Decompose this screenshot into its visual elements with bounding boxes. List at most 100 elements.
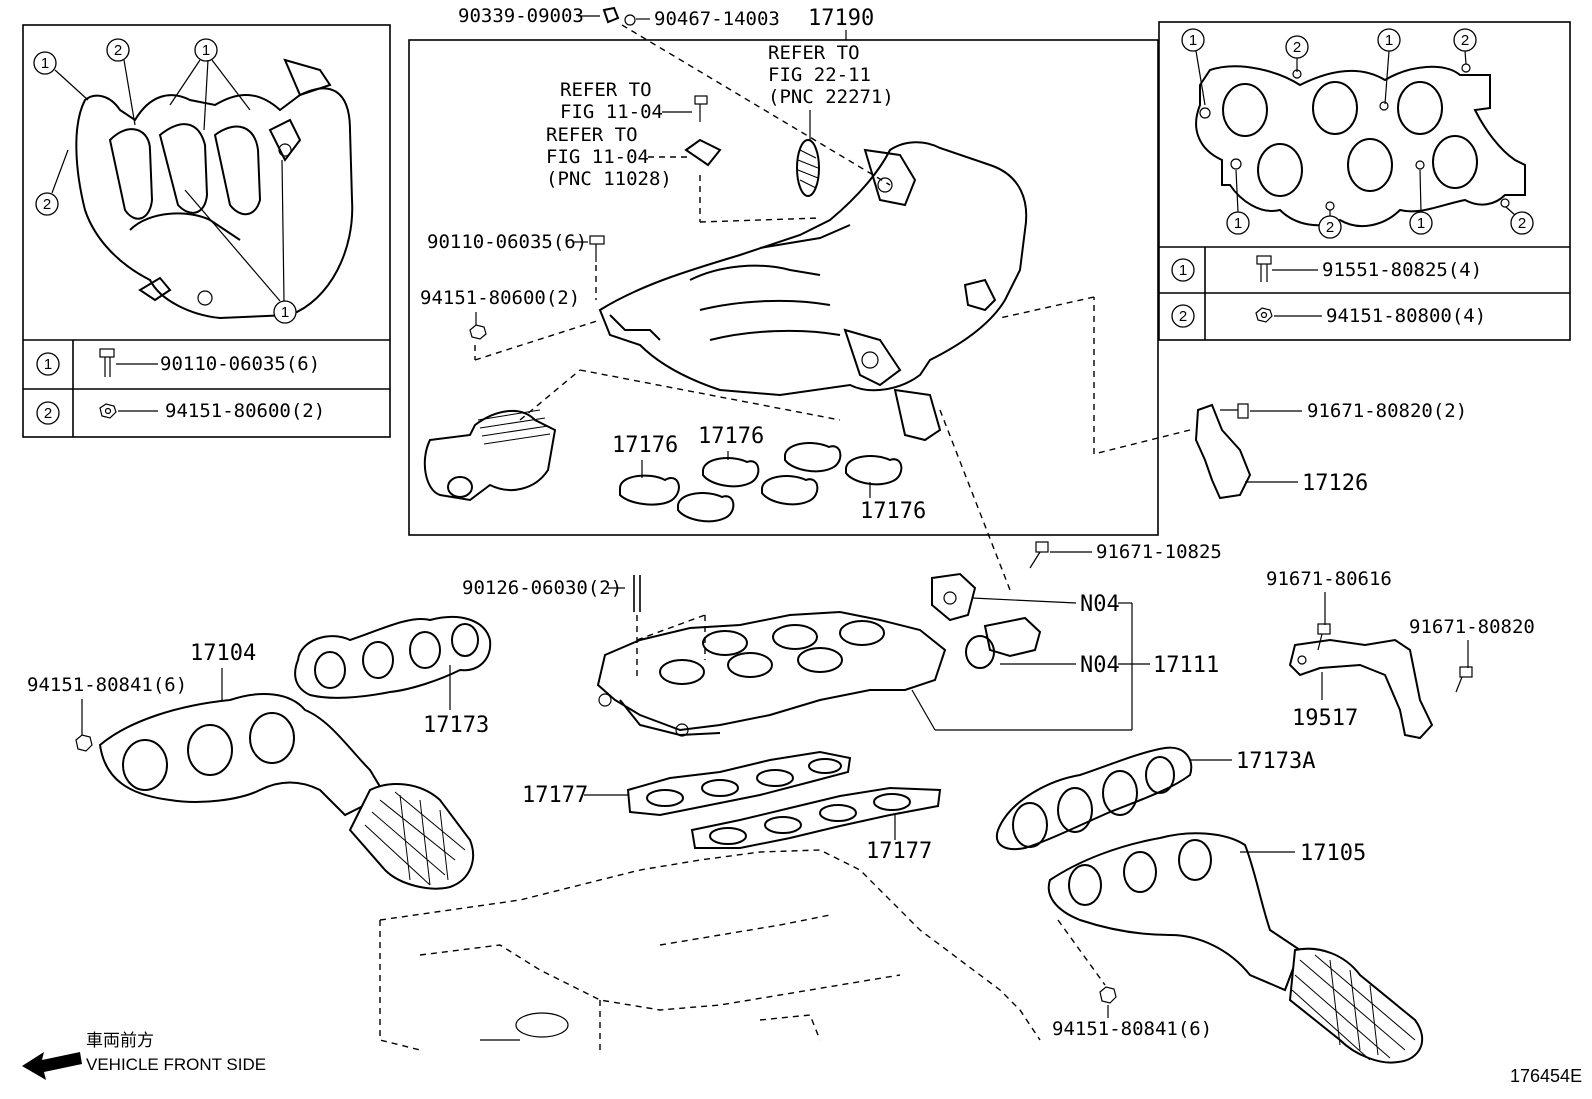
svg-text:17176: 17176 [612, 433, 678, 458]
svg-text:17126: 17126 [1302, 471, 1368, 496]
right-inset-gasket-drawing [1195, 63, 1526, 228]
gaskets-17176-drawing [619, 442, 903, 523]
callout-refer-fig11a: REFER TO FIG 11-04 [560, 79, 692, 123]
svg-text:2: 2 [1179, 308, 1187, 325]
svg-text:94151-80600(2): 94151-80600(2) [420, 287, 580, 309]
svg-text:1: 1 [44, 356, 52, 373]
callout-90126: 90126-06030(2) [462, 575, 641, 612]
exhaust-manifold-17104-drawing [98, 693, 475, 890]
callout-n04-a: N04 [971, 592, 1132, 617]
nut-icon [99, 403, 117, 419]
callout-17105: 17105 [1240, 841, 1366, 866]
callout-94151-80600: 94151-80600(2) [420, 287, 580, 325]
callout-17177-b: 17177 [866, 815, 932, 864]
callout-94151-80841-right: 94151-80841(6) [1052, 919, 1212, 1040]
nut-icon [1255, 307, 1273, 323]
right-inset-legend-row-1: 1 91551-80825(4) [1171, 255, 1482, 282]
svg-text:91671-80820: 91671-80820 [1409, 616, 1535, 638]
svg-text:91551-80825(4): 91551-80825(4) [1322, 259, 1482, 281]
svg-text:2: 2 [44, 405, 52, 422]
left-inset-legend-row-1: 1 90110-06035(6) [36, 348, 320, 377]
gasket-17173-drawing [294, 615, 492, 699]
nut-94151-drawing [469, 324, 487, 340]
callout-17176-c: 17176 [860, 482, 926, 524]
svg-text:REFER TO: REFER TO [546, 124, 638, 146]
svg-text:90467-14003: 90467-14003 [654, 8, 780, 30]
svg-text:1: 1 [281, 304, 289, 321]
svg-text:FIG 11-04: FIG 11-04 [560, 101, 663, 123]
svg-text:1: 1 [202, 42, 210, 59]
callout-90339: 90339-09003 [458, 5, 620, 27]
svg-text:1: 1 [1417, 215, 1425, 232]
intake-plenum-drawing [598, 141, 1028, 442]
callout-n04-b: N04 [1000, 653, 1120, 678]
callout-17104: 17104 [190, 641, 256, 700]
left-inset-legend-row-2: 2 94151-80600(2) [36, 400, 325, 425]
svg-text:94151-80800(4): 94151-80800(4) [1326, 305, 1486, 327]
svg-text:90110-06035(6): 90110-06035(6) [427, 231, 587, 253]
svg-text:1: 1 [1234, 215, 1242, 232]
bolt-90110-drawing [589, 235, 605, 262]
svg-text:N04: N04 [1080, 592, 1120, 617]
svg-text:94151-80600(2): 94151-80600(2) [165, 400, 325, 422]
intake-plenum-group [408, 24, 1159, 536]
svg-text:94151-80841(6): 94151-80841(6) [1052, 1018, 1212, 1040]
bolt-icon [1256, 255, 1272, 282]
callout-17173a: 17173A [1190, 749, 1315, 774]
callout-refer-fig11b: REFER TO FIG 11-04 (PNC 11028) [546, 124, 688, 190]
callout-90110: 90110-06035(6) [427, 231, 588, 253]
svg-text:94151-80841(6): 94151-80841(6) [27, 674, 187, 696]
svg-text:1: 1 [1179, 262, 1187, 279]
bolt-icon [1220, 403, 1249, 419]
svg-text:1: 1 [1189, 32, 1197, 49]
svg-text:90126-06030(2): 90126-06030(2) [462, 577, 622, 599]
svg-text:2: 2 [1461, 32, 1469, 49]
callout-refer-fig22: REFER TO FIG 22-11 (PNC 22271) [768, 42, 894, 140]
intake-manifold-17111-drawing [596, 610, 947, 737]
callout-90467: 90467-14003 [624, 8, 780, 30]
svg-text:N04: N04 [1080, 653, 1120, 678]
svg-text:17111: 17111 [1153, 653, 1219, 678]
bracket-drawing [684, 95, 722, 167]
bolt-icon [1029, 541, 1049, 569]
callout-17177-a: 17177 [522, 783, 628, 808]
callout-19517: 19517 [1292, 672, 1358, 731]
svg-text:17176: 17176 [860, 499, 926, 524]
svg-text:2: 2 [1293, 39, 1301, 56]
callout-91671-80820: 91671-80820 [1409, 616, 1535, 693]
callout-94151-80841-left: 94151-80841(6) [27, 674, 187, 752]
bolt-icon [99, 348, 115, 377]
svg-text:1: 1 [1385, 32, 1393, 49]
engine-block-outline [379, 849, 1041, 1051]
svg-text:90339-09003: 90339-09003 [458, 5, 584, 27]
svg-text:90110-06035(6): 90110-06035(6) [160, 353, 320, 375]
svg-text:2: 2 [1326, 219, 1334, 236]
svg-text:91671-80820(2): 91671-80820(2) [1307, 400, 1467, 422]
exhaust-manifold-17105-drawing [1047, 832, 1424, 1064]
svg-text:17190: 17190 [808, 6, 874, 31]
callout-91671-80820-2: 91671-80820(2) [1220, 400, 1467, 422]
callout-17190: 17190 [808, 6, 874, 40]
svg-text:19517: 19517 [1292, 706, 1358, 731]
svg-text:REFER TO: REFER TO [768, 42, 860, 64]
svg-text:2: 2 [1518, 215, 1526, 232]
callout-17176-a: 17176 [612, 433, 678, 478]
left-inset-manifold-drawing [75, 58, 354, 320]
svg-text:FIG 11-04: FIG 11-04 [546, 146, 649, 168]
callout-17176-b: 17176 [698, 424, 764, 460]
right-inset-markers: 1 2 1 2 1 2 1 2 [1181, 28, 1534, 239]
svg-text:2: 2 [43, 196, 51, 213]
svg-text:車両前方: 車両前方 [86, 1031, 154, 1050]
direction-indicator: 車両前方 VEHICLE FRONT SIDE [22, 1031, 266, 1080]
bracket-19517-drawing [1288, 638, 1434, 740]
throttle-body-drawing [423, 409, 557, 502]
figure-id: 176454E [1510, 1066, 1582, 1086]
mesh-screen-drawing [796, 139, 820, 197]
svg-text:17173: 17173 [423, 713, 489, 738]
sensor-n04-drawing [931, 572, 1042, 669]
callout-91671-80616: 91671-80616 [1266, 568, 1392, 651]
svg-text:(PNC 11028): (PNC 11028) [546, 168, 672, 190]
svg-text:(PNC 22271): (PNC 22271) [768, 86, 894, 108]
right-inset: 1 2 1 2 1 2 1 2 1 [1158, 21, 1571, 341]
svg-text:REFER TO: REFER TO [560, 79, 652, 101]
